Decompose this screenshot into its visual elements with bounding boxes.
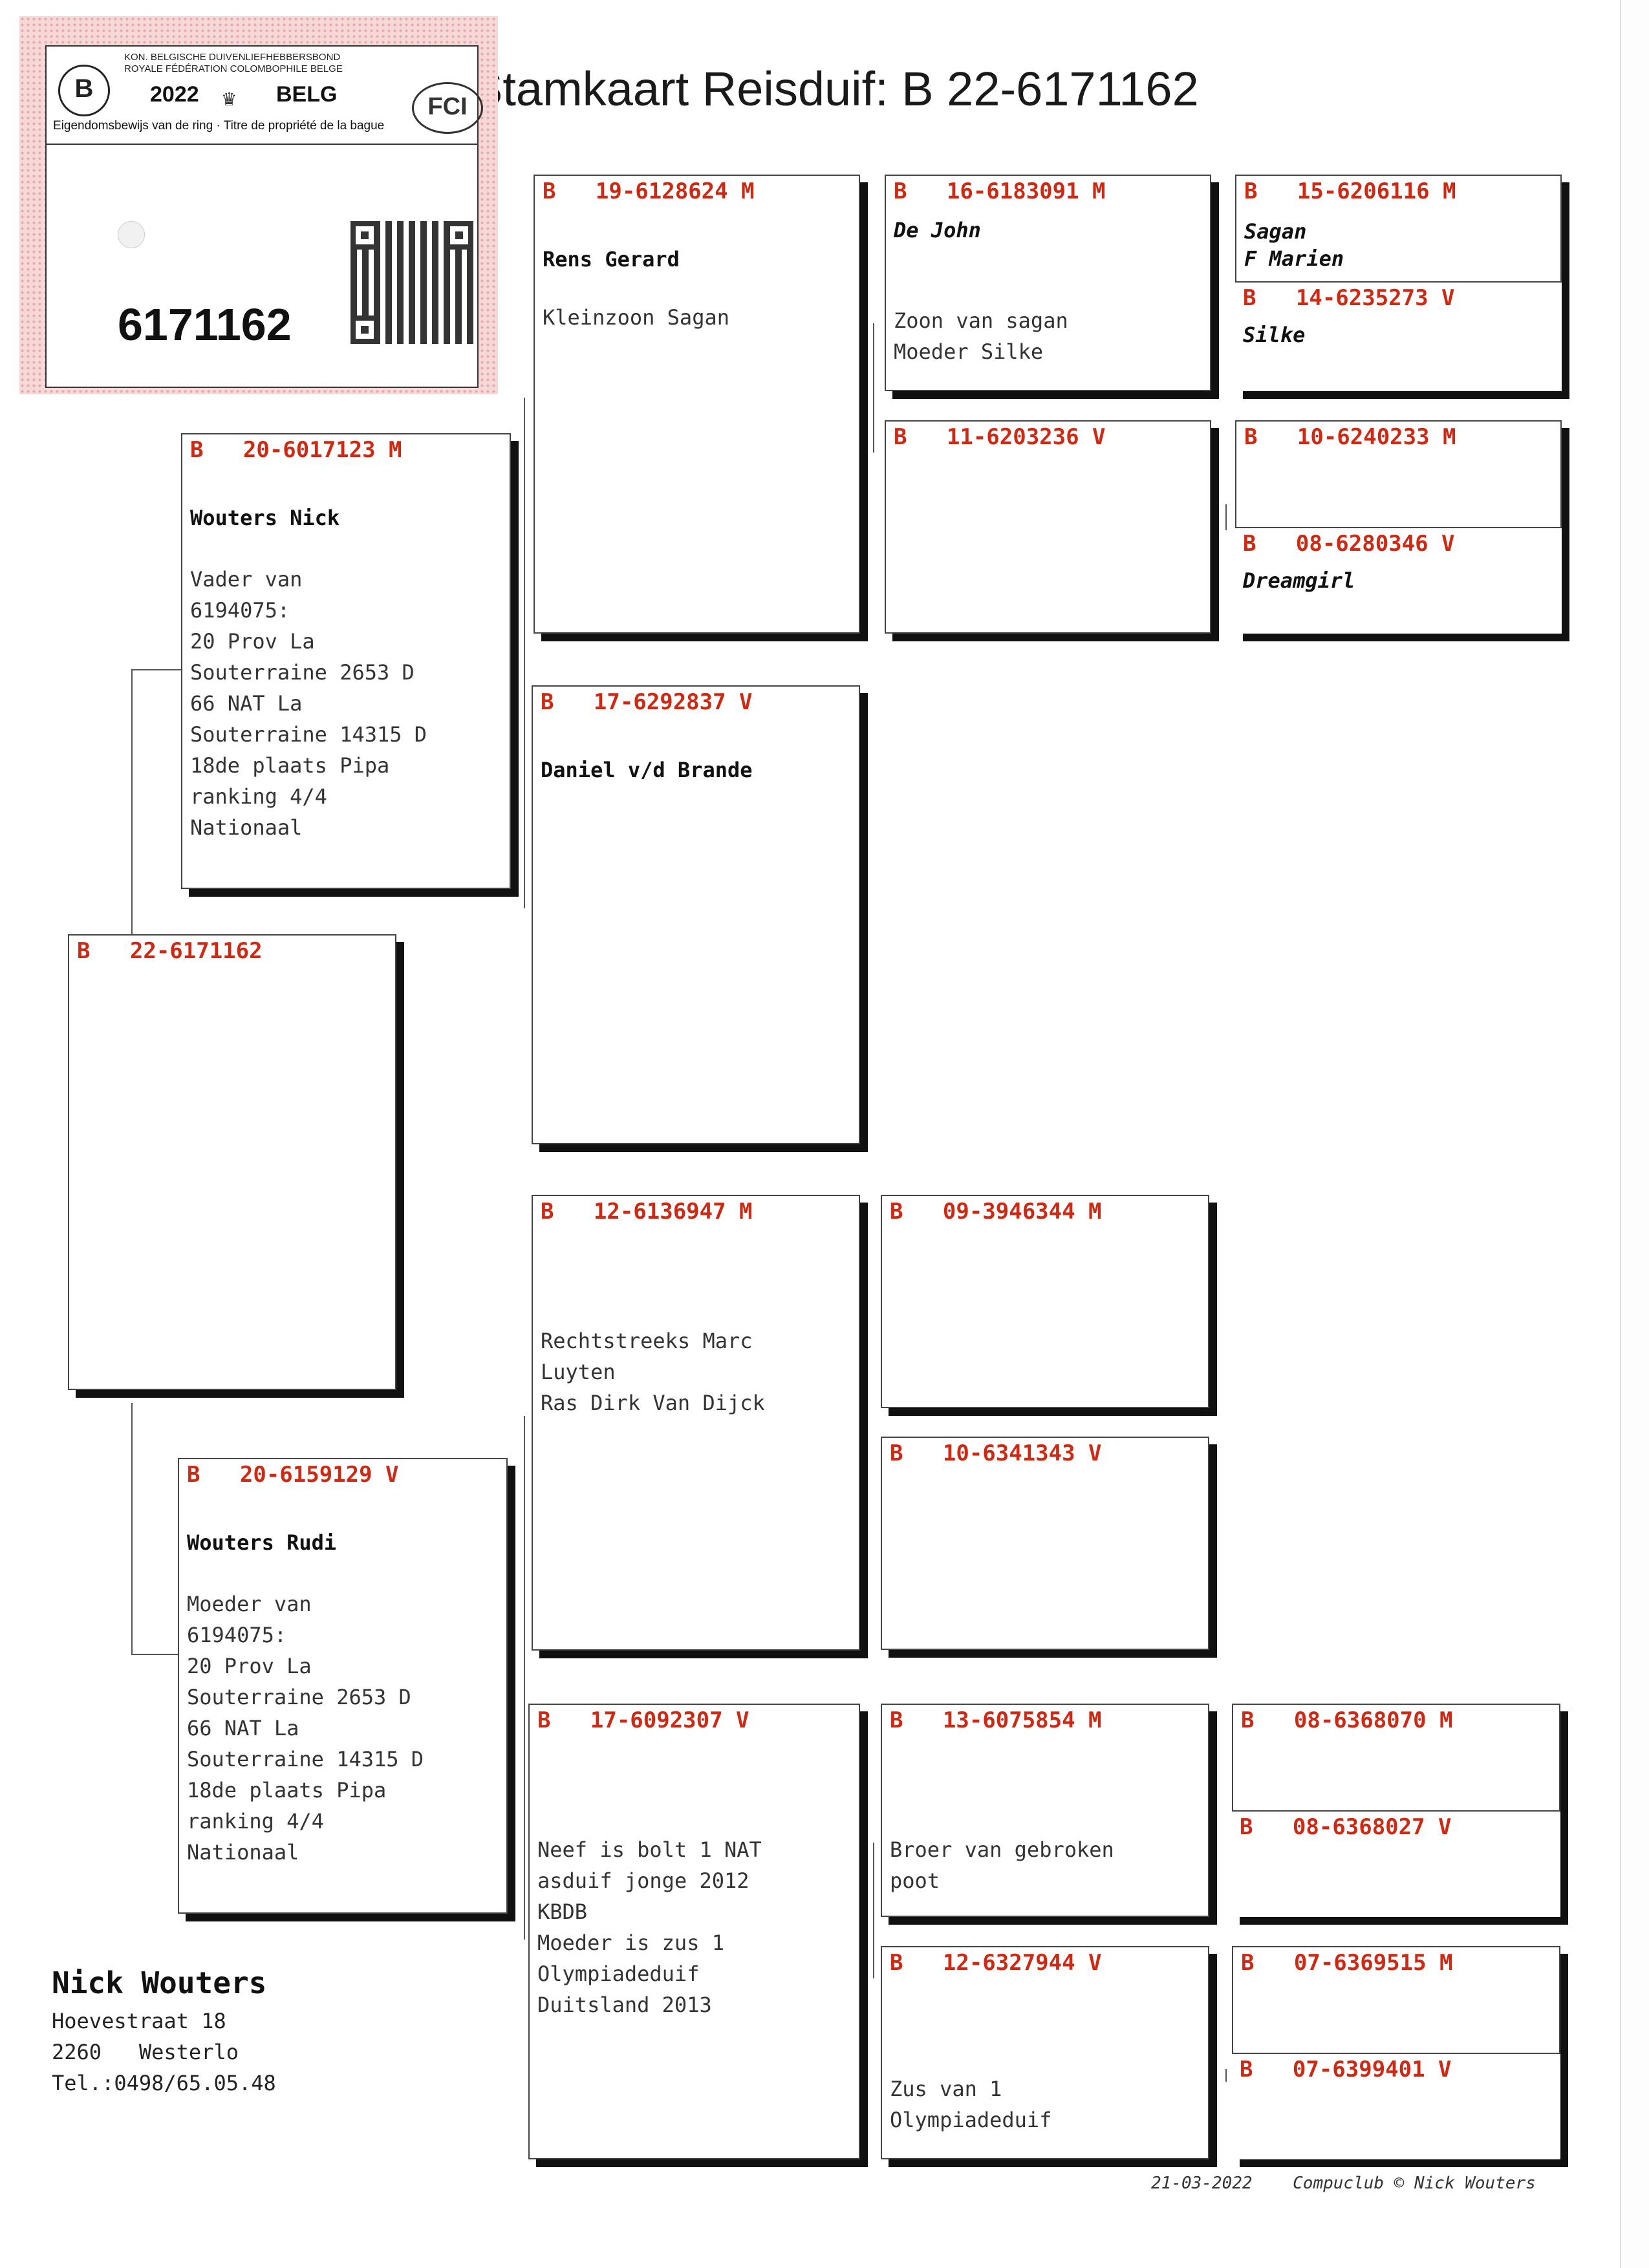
ring-header: B 20-6017123 M xyxy=(190,437,402,463)
pigeon-name: Wouters Rudi xyxy=(187,1530,337,1555)
fci-globe-icon: FCI xyxy=(412,82,483,134)
ring-certificate: B KON. BELGISCHE DUIVENLIEFHEBBERSBOND R… xyxy=(19,16,498,394)
ring-header: B 12-6327944 V xyxy=(890,1950,1102,1976)
ring-header: B 10-6240233 M xyxy=(1244,424,1456,450)
connector-line xyxy=(1225,2069,1227,2082)
ring-header: B 13-6075854 M xyxy=(890,1707,1102,1733)
pigeon-name: Daniel v/d Brande xyxy=(541,758,753,782)
pigeon-name: Dreamgirl xyxy=(1243,568,1355,593)
pigeon-card-mmmf-mmmm: B 07-6369515 M B 07-6399401 V xyxy=(1232,1946,1560,2159)
pigeon-note: Moeder van 6194075: 20 Prov La Souterrai… xyxy=(187,1592,424,1865)
ring-year: 2022 xyxy=(150,82,199,107)
pigeon-note: Rechtstreeks Marc Luyten Ras Dirk Van Di… xyxy=(541,1329,765,1415)
ring-number: 6171162 xyxy=(118,299,292,350)
ring-header: B 19-6128624 M xyxy=(543,178,755,204)
owner-city: 2260 Westerlo xyxy=(52,2040,239,2064)
pigeon-card-mother: B 20-6159129 V Wouters Rudi Moeder van 6… xyxy=(178,1458,508,1914)
connector-line xyxy=(873,1843,874,1978)
pigeon-note: Neef is bolt 1 NAT asduif jonge 2012 KBD… xyxy=(537,1837,762,2017)
ring-header: B 20-6159129 V xyxy=(187,1462,399,1488)
qr-finder xyxy=(350,316,379,344)
ring-header: B 17-6092307 V xyxy=(537,1707,749,1733)
connector-line xyxy=(131,669,183,670)
ring-country: BELG xyxy=(276,82,338,107)
pigeon-card-subject: B 22-6171162 xyxy=(68,934,396,1390)
pigeon-card-ffff-fffm: B 15-6206116 M Sagan F Marien B 14-62352… xyxy=(1235,175,1562,391)
ring-header: B 07-6369515 M xyxy=(1241,1950,1453,1976)
connector-line xyxy=(873,323,874,453)
pigeon-note: Kleinzoon Sagan xyxy=(543,305,729,330)
ring-header: B 10-6341343 V xyxy=(890,1440,1102,1466)
pigeon-note: Vader van 6194075: 20 Prov La Souterrain… xyxy=(190,567,427,840)
pigeon-name: Sagan F Marien xyxy=(1244,219,1344,271)
ring-card-header: B KON. BELGISCHE DUIVENLIEFHEBBERSBOND R… xyxy=(47,47,483,145)
pigeon-card-mmf: B 13-6075854 M Broer van gebroken poot xyxy=(881,1704,1209,1917)
connector-line xyxy=(131,669,133,937)
pigeon-card-mmm: B 12-6327944 V Zus van 1 Olympiadeduif xyxy=(881,1946,1209,2159)
owner-address: Nick Wouters Hoevestraat 18 2260 Westerl… xyxy=(52,1965,276,2099)
pigeon-note: Zoon van sagan Moeder Silke xyxy=(894,308,1068,364)
pigeon-card-mm: B 17-6092307 V Neef is bolt 1 NAT asduif… xyxy=(528,1704,860,2159)
ring-card-inner: B KON. BELGISCHE DUIVENLIEFHEBBERSBOND R… xyxy=(45,45,483,388)
pigeon-card-fm: B 17-6292837 V Daniel v/d Brande xyxy=(532,685,860,1144)
pigeon-card-ffm: B 11-6203236 V xyxy=(885,420,1211,634)
ring-header: B 14-6235273 V xyxy=(1243,285,1455,311)
pigeon-note: Broer van gebroken poot xyxy=(890,1837,1114,1893)
connector-line xyxy=(131,1654,182,1655)
ring-header: B 08-6368027 V xyxy=(1240,1814,1452,1840)
pigeon-card-mfm: B 10-6341343 V xyxy=(881,1437,1209,1650)
pigeon-card-mmfm: B 08-6368027 V xyxy=(1232,1810,1560,1917)
pigeon-name: Silke xyxy=(1243,323,1306,347)
pigeon-card-mmff-mmfm: B 08-6368070 M B 08-6368027 V xyxy=(1232,1704,1560,1917)
qr-finder xyxy=(445,221,473,250)
owner-phone: Tel.:0498/65.05.48 xyxy=(52,2071,276,2095)
fci-logo-text: FCI xyxy=(427,93,468,120)
ring-org-line2: ROYALE FÉDÉRATION COLOMBOPHILE BELGE xyxy=(124,63,343,74)
pigeon-card-ffmf-ffmm: B 10-6240233 M B 08-6280346 V Dreamgirl xyxy=(1235,420,1562,634)
pigeon-card-ff: B 19-6128624 M Rens Gerard Kleinzoon Sag… xyxy=(534,175,860,634)
ring-header: B 12-6136947 M xyxy=(541,1199,753,1225)
connector-line xyxy=(524,1416,525,1940)
ring-header: B 22-6171162 xyxy=(77,938,263,964)
pigeon-name: De John xyxy=(894,218,981,242)
owner-street: Hoevestraat 18 xyxy=(52,2009,226,2033)
pigeon-card-fff: B 16-6183091 M De John Zoon van sagan Mo… xyxy=(885,175,1211,391)
pigeon-card-mff: B 09-3946344 M xyxy=(881,1195,1209,1408)
pigeon-card-fffm: B 14-6235273 V Silke xyxy=(1235,281,1562,391)
pigeon-name: Rens Gerard xyxy=(543,247,680,272)
owner-name: Nick Wouters xyxy=(52,1965,267,2000)
ring-header: B 08-6368070 M xyxy=(1241,1707,1453,1733)
kbdb-logo-icon: B xyxy=(58,65,110,116)
qr-code-icon xyxy=(350,221,473,344)
ring-header: B 09-3946344 M xyxy=(890,1199,1102,1225)
ring-header: B 17-6292837 V xyxy=(541,689,753,715)
ring-ownership-text: Eigendomsbewijs van de ring · Titre de p… xyxy=(53,119,385,133)
qr-finder xyxy=(350,221,379,250)
pigeon-card-mmmm: B 07-6399401 V xyxy=(1232,2053,1560,2159)
connector-line xyxy=(524,398,525,908)
ring-header: B 08-6280346 V xyxy=(1243,531,1455,557)
ring-header: B 07-6399401 V xyxy=(1240,2057,1452,2082)
footer-credit: 21-03-2022 Compuclub © Nick Wouters xyxy=(1151,2174,1536,2193)
ring-header: B 16-6183091 M xyxy=(894,178,1106,204)
ring-card-hole xyxy=(118,221,145,248)
kbdb-logo-letter: B xyxy=(74,74,94,103)
pigeon-note: Zus van 1 Olympiadeduif xyxy=(890,2077,1052,2132)
pigeon-card-ffmm: B 08-6280346 V Dreamgirl xyxy=(1235,527,1562,634)
pigeon-name: Wouters Nick xyxy=(190,506,340,530)
ring-org-name: KON. BELGISCHE DUIVENLIEFHEBBERSBOND ROY… xyxy=(124,52,343,75)
ring-org-line1: KON. BELGISCHE DUIVENLIEFHEBBERSBOND xyxy=(124,52,341,63)
crown-icon: ♛ xyxy=(222,85,236,111)
connector-line xyxy=(131,1403,133,1655)
connector-line xyxy=(1225,504,1227,530)
pigeon-card-mf: B 12-6136947 M Rechtstreeks Marc Luyten … xyxy=(532,1195,860,1651)
ring-header: B 15-6206116 M xyxy=(1244,178,1456,204)
pigeon-card-father: B 20-6017123 M Wouters Nick Vader van 61… xyxy=(181,433,511,889)
ring-header: B 11-6203236 V xyxy=(894,424,1106,450)
page-title: Stamkaart Reisduif: B 22-6171162 xyxy=(471,62,1199,116)
